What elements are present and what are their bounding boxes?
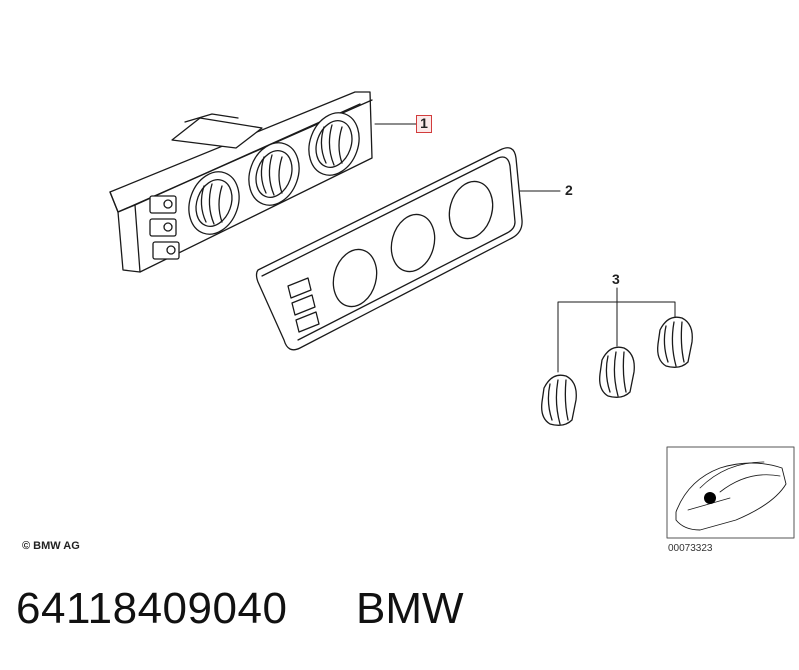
knob-middle bbox=[248, 142, 300, 206]
part-number: 64118409040 bbox=[16, 584, 288, 633]
callout-part-1: 1 bbox=[416, 115, 432, 133]
callout-part-2: 2 bbox=[565, 182, 573, 198]
brand-name: BMW bbox=[356, 584, 464, 633]
callout-part-3: 3 bbox=[612, 271, 620, 287]
knob-cap-1 bbox=[541, 374, 577, 426]
vehicle-location-thumbnail bbox=[666, 446, 795, 539]
knob-caps bbox=[541, 287, 693, 426]
climate-control-unit bbox=[109, 91, 417, 273]
knob-cap-2 bbox=[599, 346, 635, 398]
knob-left bbox=[188, 171, 240, 235]
push-buttons bbox=[149, 195, 180, 260]
knob-right bbox=[308, 112, 360, 176]
trim-panel bbox=[255, 147, 561, 351]
reference-number: 00073323 bbox=[668, 543, 713, 554]
copyright-label: © BMW AG bbox=[22, 540, 80, 552]
knob-cap-3 bbox=[657, 316, 693, 368]
